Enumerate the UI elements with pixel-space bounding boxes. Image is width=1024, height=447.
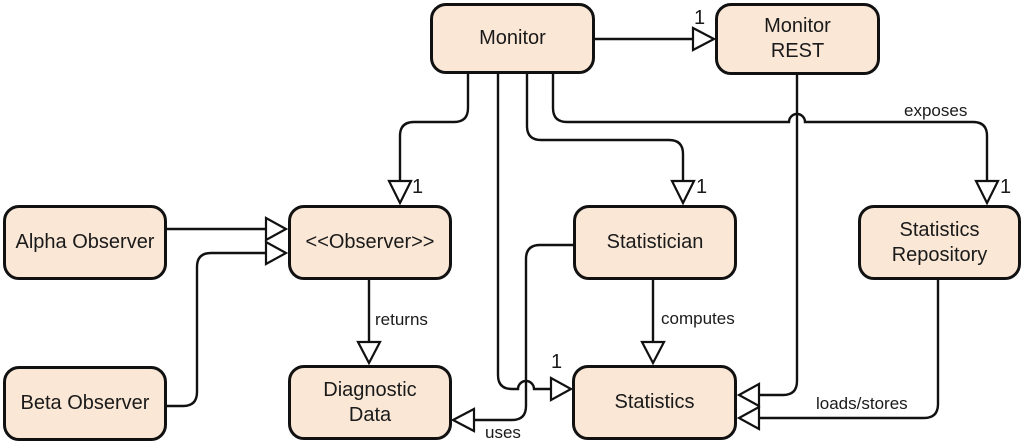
arrowhead-statistics-left — [549, 376, 574, 402]
multiplicity-observer: 1 — [412, 176, 424, 198]
node-monitor-rest-label-line2: REST — [770, 40, 825, 62]
node-diagnostic-data-label-line1: Diagnostic — [323, 378, 417, 401]
arrowhead-statistics-top — [640, 340, 666, 366]
node-beta-observer-label: Beta Observer — [20, 392, 150, 414]
node-diagnostic-data: Diagnostic Data — [288, 365, 452, 440]
node-monitor-label: Monitor — [479, 27, 546, 49]
node-monitor-rest-label-line1: Monitor — [764, 15, 831, 37]
edge-monitor-statistics-repository — [551, 74, 989, 181]
arrowhead-statistics-repository-top — [974, 179, 1000, 206]
edge-label-uses: uses — [485, 423, 521, 442]
arrowhead-statistics-right-lower — [736, 405, 761, 431]
edge-monitor-statistician — [525, 74, 685, 181]
node-observer: <<Observer>> — [288, 205, 452, 280]
multiplicity-statistics: 1 — [551, 351, 563, 373]
node-statistics-repository-label-line2: Repository — [891, 243, 988, 266]
multiplicity-statistician: 1 — [696, 176, 708, 198]
node-statistician: Statistician — [573, 205, 737, 280]
edge-statistics-repository-statistics — [759, 280, 940, 420]
arrowhead-observer-top — [387, 179, 413, 206]
edge-label-loads-stores: loads/stores — [816, 394, 908, 413]
node-statistics-repository: Statistics Repository — [858, 205, 1021, 280]
edge-label-computes: computes — [661, 309, 735, 328]
edge-statistician-diagnostic-data — [474, 243, 573, 422]
edge-monitor-rest-statistics — [759, 75, 799, 397]
multiplicity-statistics-repository: 1 — [1000, 176, 1012, 198]
node-alpha-observer-label: Alpha Observer — [15, 231, 155, 253]
node-statistician-label: Statistician — [606, 231, 704, 253]
node-statistics-repository-label-line1: Statistics — [899, 218, 980, 241]
arrowhead-monitor-rest — [691, 26, 717, 52]
edge-monitor-statistics — [496, 74, 551, 391]
node-alpha-observer: Alpha Observer — [3, 205, 167, 280]
edge-beta-observer-observer — [167, 251, 266, 408]
node-observer-label: <<Observer>> — [305, 231, 435, 253]
node-diagnostic-data-label-line2: Data — [348, 403, 392, 426]
node-monitor: Monitor — [430, 3, 595, 74]
arrowhead-statistician-top — [670, 179, 696, 206]
arrowhead-observer-from-beta — [264, 240, 289, 266]
node-statistics-label: Statistics — [614, 391, 695, 413]
edge-monitor-observer — [398, 74, 470, 181]
arrowhead-diagnostic-data-right — [450, 407, 476, 433]
arrowhead-diagnostic-data-top — [356, 340, 382, 366]
arrowhead-statistics-right-upper — [736, 382, 761, 408]
node-monitor-rest: Monitor REST — [715, 3, 880, 75]
edge-label-exposes: exposes — [904, 101, 968, 120]
node-beta-observer: Beta Observer — [3, 366, 167, 441]
node-statistics: Statistics — [572, 365, 737, 440]
edge-label-returns: returns — [375, 310, 428, 329]
multiplicity-monitor-rest: 1 — [694, 7, 706, 29]
arrowhead-observer-from-alpha — [264, 216, 289, 242]
